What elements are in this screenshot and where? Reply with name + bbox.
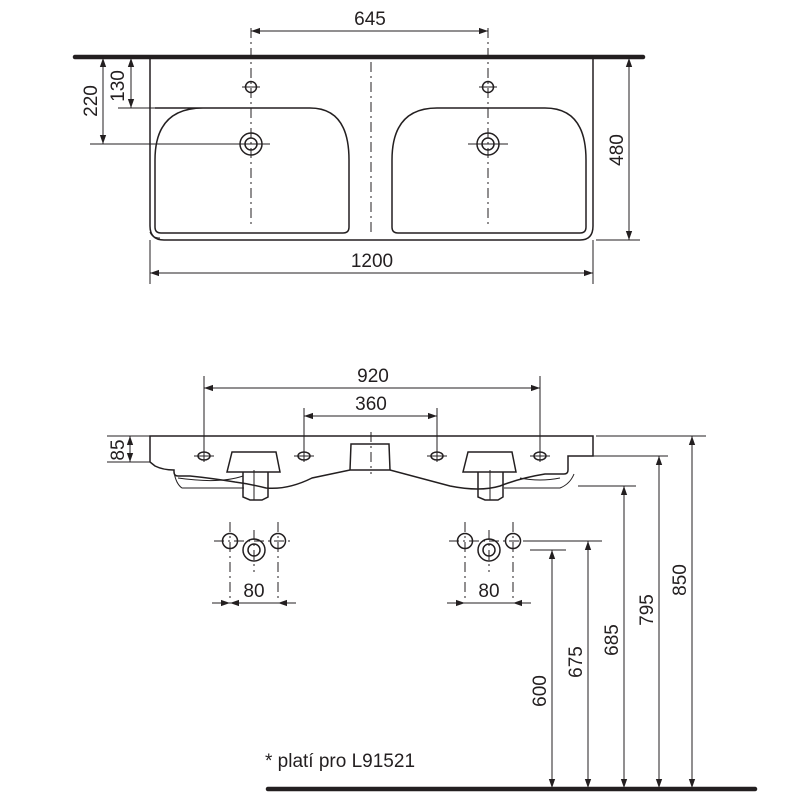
dim-220-label: 220 [81, 85, 102, 117]
dim-600-label: 600 [530, 675, 551, 707]
dim-850-label: 850 [670, 564, 691, 596]
right-bowl [391, 107, 587, 234]
dim-85-label: 85 [108, 439, 129, 460]
right-pipe-connection [447, 522, 531, 604]
front-view: 920 360 85 80 [107, 366, 758, 792]
dim-675-label: 675 [566, 646, 587, 678]
dim-795-label: 795 [637, 594, 658, 626]
dim-130-label: 130 [108, 70, 129, 102]
dim-645-label: 645 [354, 9, 386, 30]
dim-80-right-label: 80 [478, 581, 499, 602]
washbasin-outline-top [149, 58, 594, 241]
dim-480-label: 480 [607, 134, 628, 166]
dim-360-label: 360 [355, 394, 387, 415]
top-view: 645 220 130 480 1200 [72, 9, 646, 284]
left-bowl [154, 107, 350, 234]
dim-685-label: 685 [602, 624, 623, 656]
dim-1200-label: 1200 [351, 251, 393, 272]
dim-920-label: 920 [357, 366, 389, 387]
footnote: * platí pro L91521 [265, 751, 415, 772]
dim-80-left-label: 80 [243, 581, 264, 602]
